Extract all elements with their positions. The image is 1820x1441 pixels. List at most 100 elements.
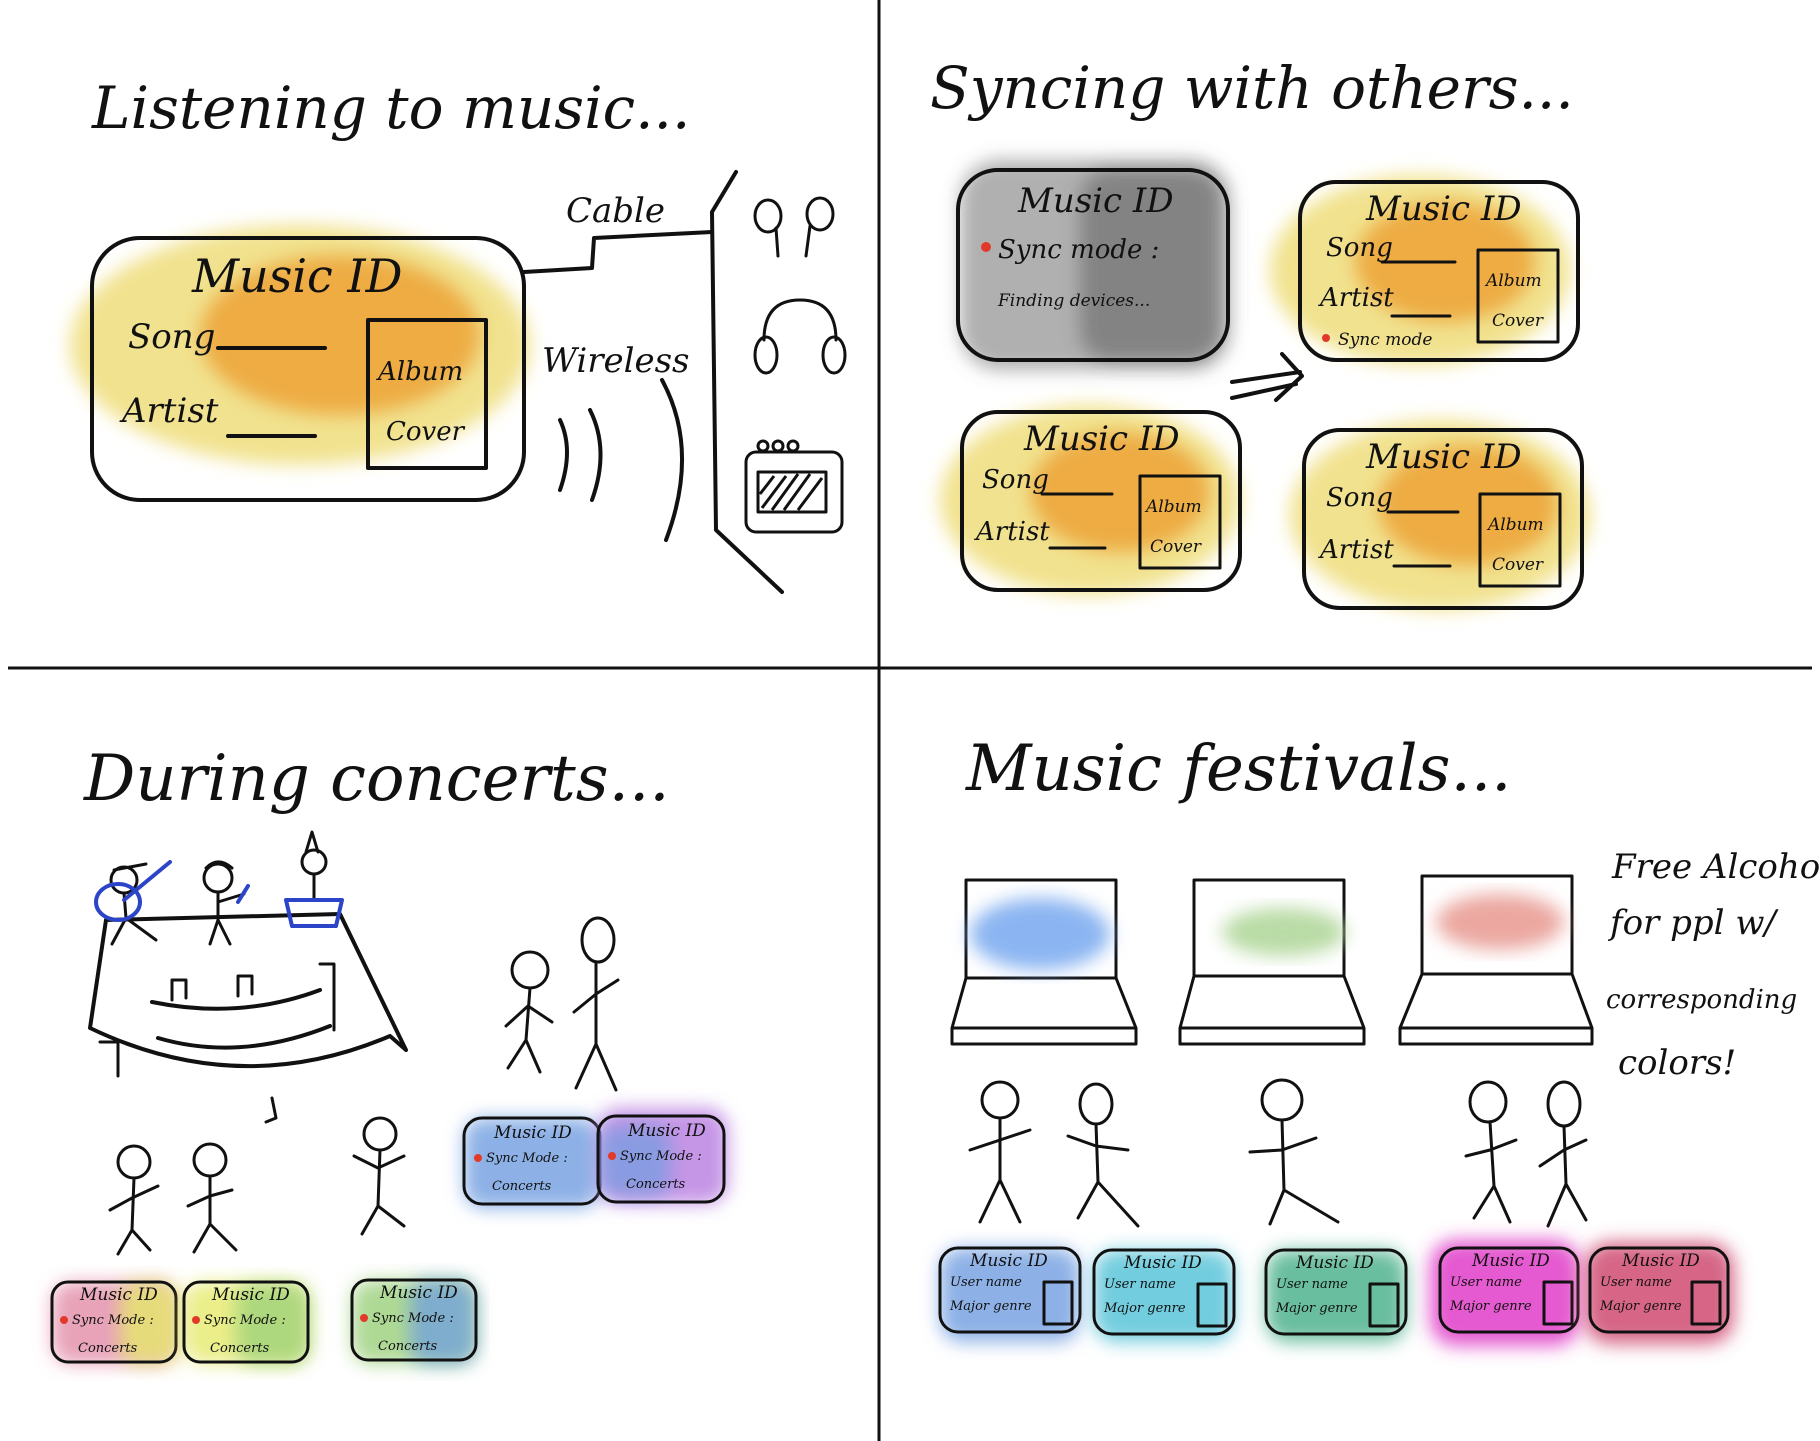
album-label-1: Album <box>1484 271 1542 291</box>
card-title: Music ID <box>1365 189 1522 229</box>
music-id-card-syncing: Music ID Sync mode : Finding devices... <box>956 160 1230 370</box>
card-frame <box>350 1278 478 1362</box>
artist-label: Artist <box>1318 535 1394 565</box>
panel-title-listening: Listening to music... <box>91 74 690 142</box>
note-line-1: Free Alcohol <box>1611 847 1820 887</box>
wireless-label: Wireless <box>542 341 690 381</box>
user-label: User name <box>1450 1275 1522 1290</box>
album-cover-box <box>1478 492 1562 588</box>
avatar-box <box>1542 1280 1574 1326</box>
sync-line-2: Concerts <box>210 1341 270 1356</box>
album-cover-box <box>1138 474 1222 570</box>
blue-wash <box>410 1280 476 1364</box>
concert-card-purple: Music ID Sync Mode : Concerts <box>596 1108 728 1204</box>
user-label: User name <box>1600 1275 1672 1290</box>
screen-frame <box>1420 874 1574 976</box>
music-id-card-synced: Music ID Song Artist Sync mode Album Cov… <box>1270 175 1580 365</box>
sync-line-1: Sync Mode : <box>72 1313 154 1328</box>
song-label: Song <box>128 317 215 357</box>
yellow-wash <box>120 1282 180 1364</box>
festival-crowd <box>968 1078 1588 1228</box>
screen-pink <box>1398 874 1594 1046</box>
festival-card-magenta: Music ID User name Major genre <box>1430 1240 1580 1346</box>
earbuds-icon <box>753 196 835 258</box>
panel-title-syncing: Syncing with others... <box>930 54 1574 122</box>
note-line-3: corresponding <box>1606 985 1797 1015</box>
sync-label: Sync mode <box>1338 330 1432 350</box>
stage-drawing <box>88 912 408 1124</box>
avatar-box <box>1196 1282 1228 1328</box>
card-frame <box>1298 180 1580 362</box>
album-cover-box <box>366 318 488 470</box>
song-label: Song <box>1326 233 1393 263</box>
card-title: Music ID <box>627 1121 706 1141</box>
panel-concerts: During concerts... <box>50 742 728 1364</box>
card-title: Music ID <box>1023 419 1180 459</box>
card-title: Music ID <box>79 1285 158 1305</box>
user-label: User name <box>1276 1277 1348 1292</box>
avatar-box <box>1690 1280 1722 1326</box>
festival-card-crimson: Music ID User name Major genre <box>1584 1242 1734 1344</box>
sync-dot <box>608 1152 616 1160</box>
card-frame <box>938 1246 1082 1334</box>
festival-card-teal: Music ID User name Major genre <box>1092 1248 1236 1342</box>
blue-wash <box>970 898 1110 970</box>
album-label-2: Cover <box>1150 537 1202 557</box>
song-label: Song <box>1326 483 1393 513</box>
sync-line-1: Sync mode : <box>998 235 1159 265</box>
orange-wash <box>200 255 480 415</box>
music-id-card-main: Music ID Song Artist Album Cover <box>70 225 530 502</box>
cable-line <box>522 230 714 274</box>
panel-syncing: Syncing with others... Music ID Sync mod… <box>930 54 1590 610</box>
artist-label: Artist <box>119 391 219 431</box>
album-label-1: Album <box>1486 515 1544 535</box>
panel-listening: Listening to music... Music ID Song Arti… <box>70 74 847 594</box>
note-line-2: for ppl w/ <box>1607 903 1779 943</box>
card-frame <box>596 1114 726 1204</box>
laptop-base <box>1398 972 1594 1046</box>
album-label-2: Cover <box>386 417 466 447</box>
card-frame <box>1092 1248 1236 1336</box>
singer-figure <box>202 860 250 946</box>
screen-green <box>1178 878 1366 1046</box>
screen-frame <box>964 878 1118 980</box>
sync-line-2: Concerts <box>378 1339 438 1354</box>
sync-line-1: Sync Mode : <box>620 1149 702 1164</box>
genre-label: Major genre <box>1599 1299 1682 1314</box>
sync-dot <box>981 242 991 252</box>
card-title: Music ID <box>1621 1251 1700 1271</box>
note-line-4: colors! <box>1618 1043 1736 1083</box>
card-frame <box>182 1280 310 1364</box>
pink-wash <box>1436 894 1564 950</box>
blue-wash <box>464 1118 600 1208</box>
sync-dot <box>192 1316 200 1324</box>
speaker-icon <box>744 439 844 534</box>
dark-gray-wash <box>1080 170 1220 360</box>
user-label: User name <box>1104 1277 1176 1292</box>
panel-festivals: Music festivals... Free Alcohol for ppl … <box>938 732 1820 1346</box>
card-frame <box>956 168 1230 362</box>
card-title: Music ID <box>493 1123 572 1143</box>
sync-dot <box>1322 334 1330 342</box>
green-wash <box>1222 908 1346 956</box>
guitarist-figure <box>94 860 172 946</box>
album-label-1: Album <box>1144 497 1202 517</box>
card-title: Music ID <box>1365 437 1522 477</box>
avatar-box <box>1042 1280 1074 1326</box>
panel-title-festivals: Music festivals... <box>965 732 1512 806</box>
card-frame <box>1438 1246 1580 1334</box>
sync-line-1: Sync Mode : <box>486 1151 568 1166</box>
card-frame <box>50 1280 178 1364</box>
concert-card-green: Music ID Sync Mode : Concerts <box>350 1278 478 1364</box>
cable-label: Cable <box>566 191 665 231</box>
sync-line-2: Concerts <box>626 1177 686 1192</box>
blue-wash <box>600 1126 670 1196</box>
card-title: Music ID <box>1295 1253 1374 1273</box>
crowd-figures <box>108 916 620 1256</box>
panel-title-concerts: During concerts... <box>83 742 670 816</box>
album-cover-box <box>1476 248 1560 344</box>
card-frame <box>1264 1248 1408 1336</box>
headphones-icon <box>753 298 847 375</box>
device-bracket <box>710 170 784 594</box>
